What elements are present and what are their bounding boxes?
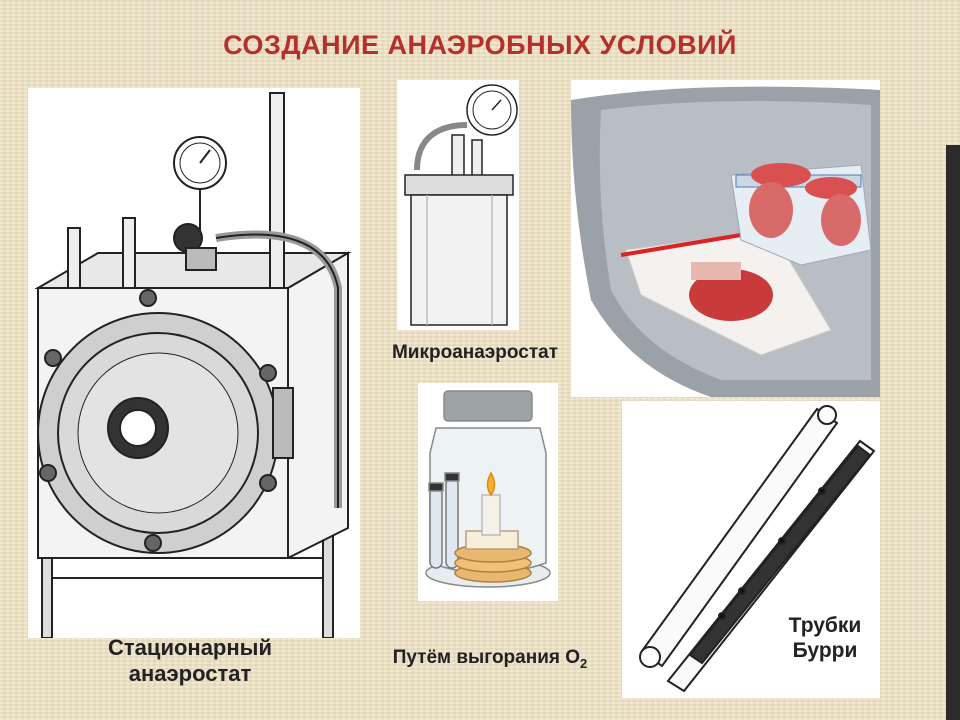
slide-title: СОЗДАНИЕ АНАЭРОБНЫХ УСЛОВИЙ: [223, 30, 737, 60]
caption-burri-line1: Трубки: [788, 614, 862, 637]
caption-stationary-line1: Стационарный: [108, 635, 272, 660]
caption-burn-text: Путём выгорания О: [392, 647, 581, 668]
stationary-anaerostat-image: [28, 88, 360, 638]
caption-stationary-anaerostat: Стационарный анаэростат: [70, 635, 310, 688]
caption-burn-oxygen: Путём выгорания О2: [355, 647, 625, 671]
caption-burn-subscript: 2: [580, 655, 588, 671]
burri-tubes-image: [622, 401, 880, 698]
anaerobic-container-photo: [571, 80, 880, 397]
caption-microanaerostat: Микроанаэростат: [391, 342, 559, 363]
microanaerostat-image: [397, 80, 519, 330]
caption-burri-tubes: Трубки Бурри: [770, 613, 880, 663]
caption-burri-line2: Бурри: [792, 639, 858, 663]
caption-stationary-line2: анаэростат: [128, 661, 252, 687]
slide-edge-bar: [946, 145, 960, 720]
candle-jar-image: [418, 383, 558, 601]
